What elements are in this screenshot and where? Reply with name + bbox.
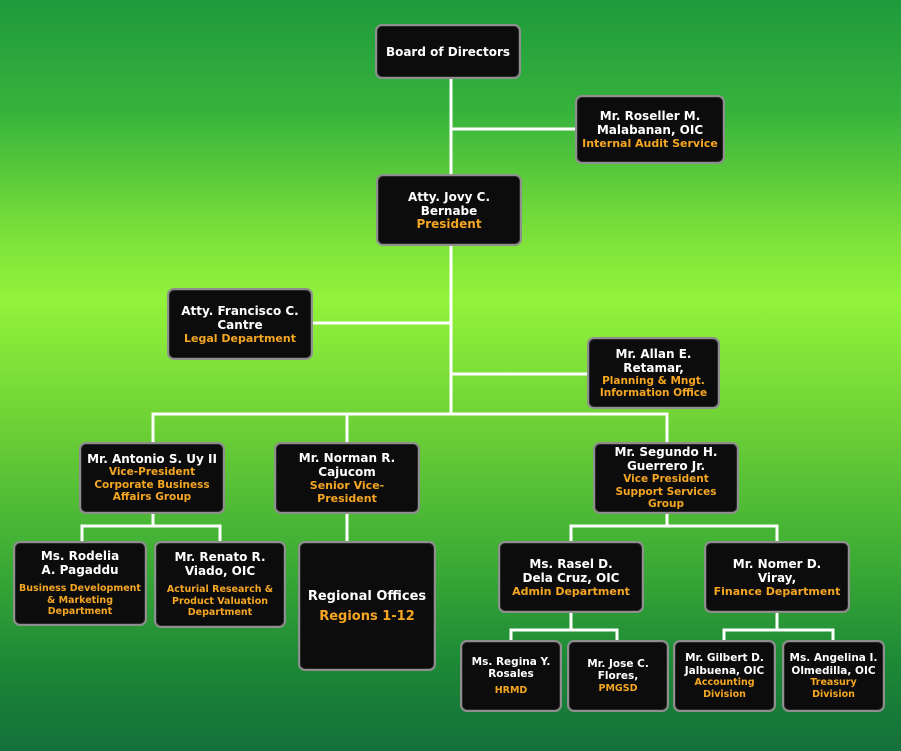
admin-role: Admin Department — [512, 584, 630, 598]
connector-finance-children — [722, 611, 835, 642]
vp-cbag-name: Mr. Antonio S. Uy II — [87, 452, 217, 467]
business-development-box: Ms. Rodelia A. Pagaddu Business Developm… — [13, 541, 147, 626]
vp-support-services-box: Mr. Segundo H. Guerrero Jr. Vice Preside… — [593, 442, 739, 514]
bdmd-role: Business Development & Marketing Departm… — [19, 583, 141, 618]
regional-offices-box: Regional Offices Regions 1-12 — [298, 541, 436, 671]
pmgsd-box: Mr. Jose C. Flores, PMGSD — [567, 640, 669, 712]
regional-role: Regions 1-12 — [319, 608, 415, 624]
finance-department-box: Mr. Nomer D. Viray, Finance Department — [704, 541, 850, 613]
svp-name: Mr. Norman R. Cajucom — [298, 451, 396, 479]
actuarial-research-box: Mr. Renato R. Viado, OIC Acturial Resear… — [154, 541, 286, 628]
senior-vp-box: Mr. Norman R. Cajucom Senior Vice-Presid… — [274, 442, 420, 514]
vp-ssg-name: Mr. Segundo H. Guerrero Jr. — [614, 445, 718, 474]
accounting-role: Accounting Division — [694, 677, 755, 700]
treasury-role: Treasury Division — [810, 677, 857, 700]
internal-audit-box: Mr. Roseller M. Malabanan, OIC Internal … — [575, 95, 725, 164]
legal-role: Legal Department — [184, 331, 296, 345]
arpvd-role: Acturial Research & Product Valuation De… — [166, 584, 274, 619]
legal-department-box: Atty. Francisco C. Cantre Legal Departme… — [167, 288, 313, 360]
vp-corporate-business-box: Mr. Antonio S. Uy II Vice-President Corp… — [79, 442, 225, 514]
svp-role: Senior Vice-President — [309, 479, 385, 505]
arpvd-name: Mr. Renato R. Viado, OIC — [174, 550, 266, 579]
president-name: Atty. Jovy C. Bernabe — [407, 189, 491, 218]
admin-name: Ms. Rasel D. Dela Cruz, OIC — [522, 556, 620, 585]
vp-cbag-role: Vice-President Corporate Business Affair… — [94, 466, 210, 504]
accounting-division-box: Mr. Gilbert D. Jalbuena, OIC Accounting … — [673, 640, 776, 712]
legal-name: Atty. Francisco C. Cantre — [181, 303, 299, 332]
hrmd-name: Ms. Regina Y. Rosales — [471, 655, 551, 681]
president-role: President — [416, 216, 482, 231]
finance-role: Finance Department — [713, 584, 841, 598]
vp-ssg-role: Vice President Support Services Group — [615, 473, 717, 511]
hrmd-box: Ms. Regina Y. Rosales HRMD — [460, 640, 562, 712]
planning-office-box: Mr. Allan E. Retamar, Planning & Mngt. I… — [587, 337, 720, 409]
treasury-division-box: Ms. Angelina I. Olmedilla, OIC Treasury … — [782, 640, 885, 712]
audit-role: Internal Audit Service — [582, 137, 718, 150]
finance-name: Mr. Nomer D. Viray, — [732, 556, 822, 585]
president-box: Atty. Jovy C. Bernabe President — [376, 174, 522, 246]
regional-name: Regional Offices — [307, 588, 427, 604]
board-of-directors-box: Board of Directors — [375, 24, 521, 79]
connector-ssg-children — [569, 512, 779, 543]
pmgsd-name: Mr. Jose C. Flores, — [587, 657, 649, 683]
treasury-name: Ms. Angelina I. Olmedilla, OIC — [789, 652, 878, 677]
planning-name: Mr. Allan E. Retamar, — [615, 346, 692, 375]
bdmd-name: Ms. Rodelia A. Pagaddu — [40, 549, 120, 578]
connector-admin-children — [509, 611, 619, 642]
audit-name: Mr. Roseller M. Malabanan, OIC — [596, 109, 704, 137]
connector-cbag-children — [80, 512, 222, 543]
planning-role: Planning & Mngt. Information Office — [599, 374, 708, 400]
hrmd-role: HRMD — [494, 684, 528, 696]
board-name: Board of Directors — [385, 44, 511, 59]
pmgsd-role: PMGSD — [598, 682, 638, 694]
admin-department-box: Ms. Rasel D. Dela Cruz, OIC Admin Depart… — [498, 541, 644, 613]
accounting-name: Mr. Gilbert D. Jalbuena, OIC — [684, 652, 765, 677]
